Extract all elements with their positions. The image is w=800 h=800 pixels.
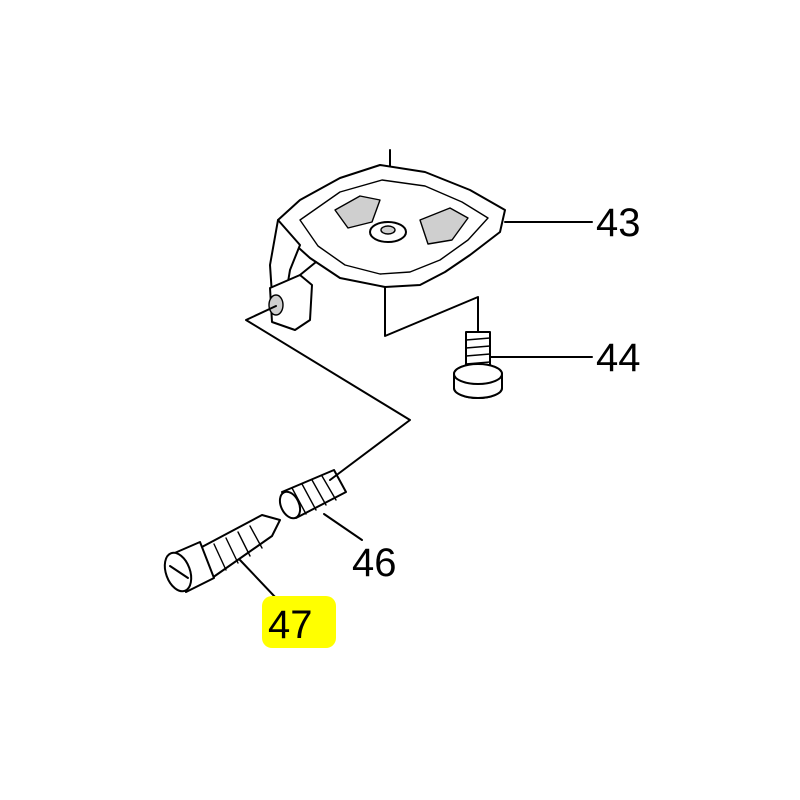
leader-line-46	[323, 513, 363, 541]
spring-part	[278, 469, 347, 520]
idle-screw-part	[163, 514, 281, 593]
callout-label-47: 47	[268, 603, 313, 647]
assembly-path-line	[245, 305, 411, 481]
callout-label-43: 43	[596, 201, 641, 245]
carburetor-cover-part	[268, 149, 506, 331]
cover-screw-part	[384, 286, 503, 399]
callout-label-44: 44	[596, 336, 641, 380]
callout-47-highlight	[262, 596, 336, 648]
leader-line-47	[239, 559, 277, 599]
callout-label-46: 46	[352, 541, 397, 585]
